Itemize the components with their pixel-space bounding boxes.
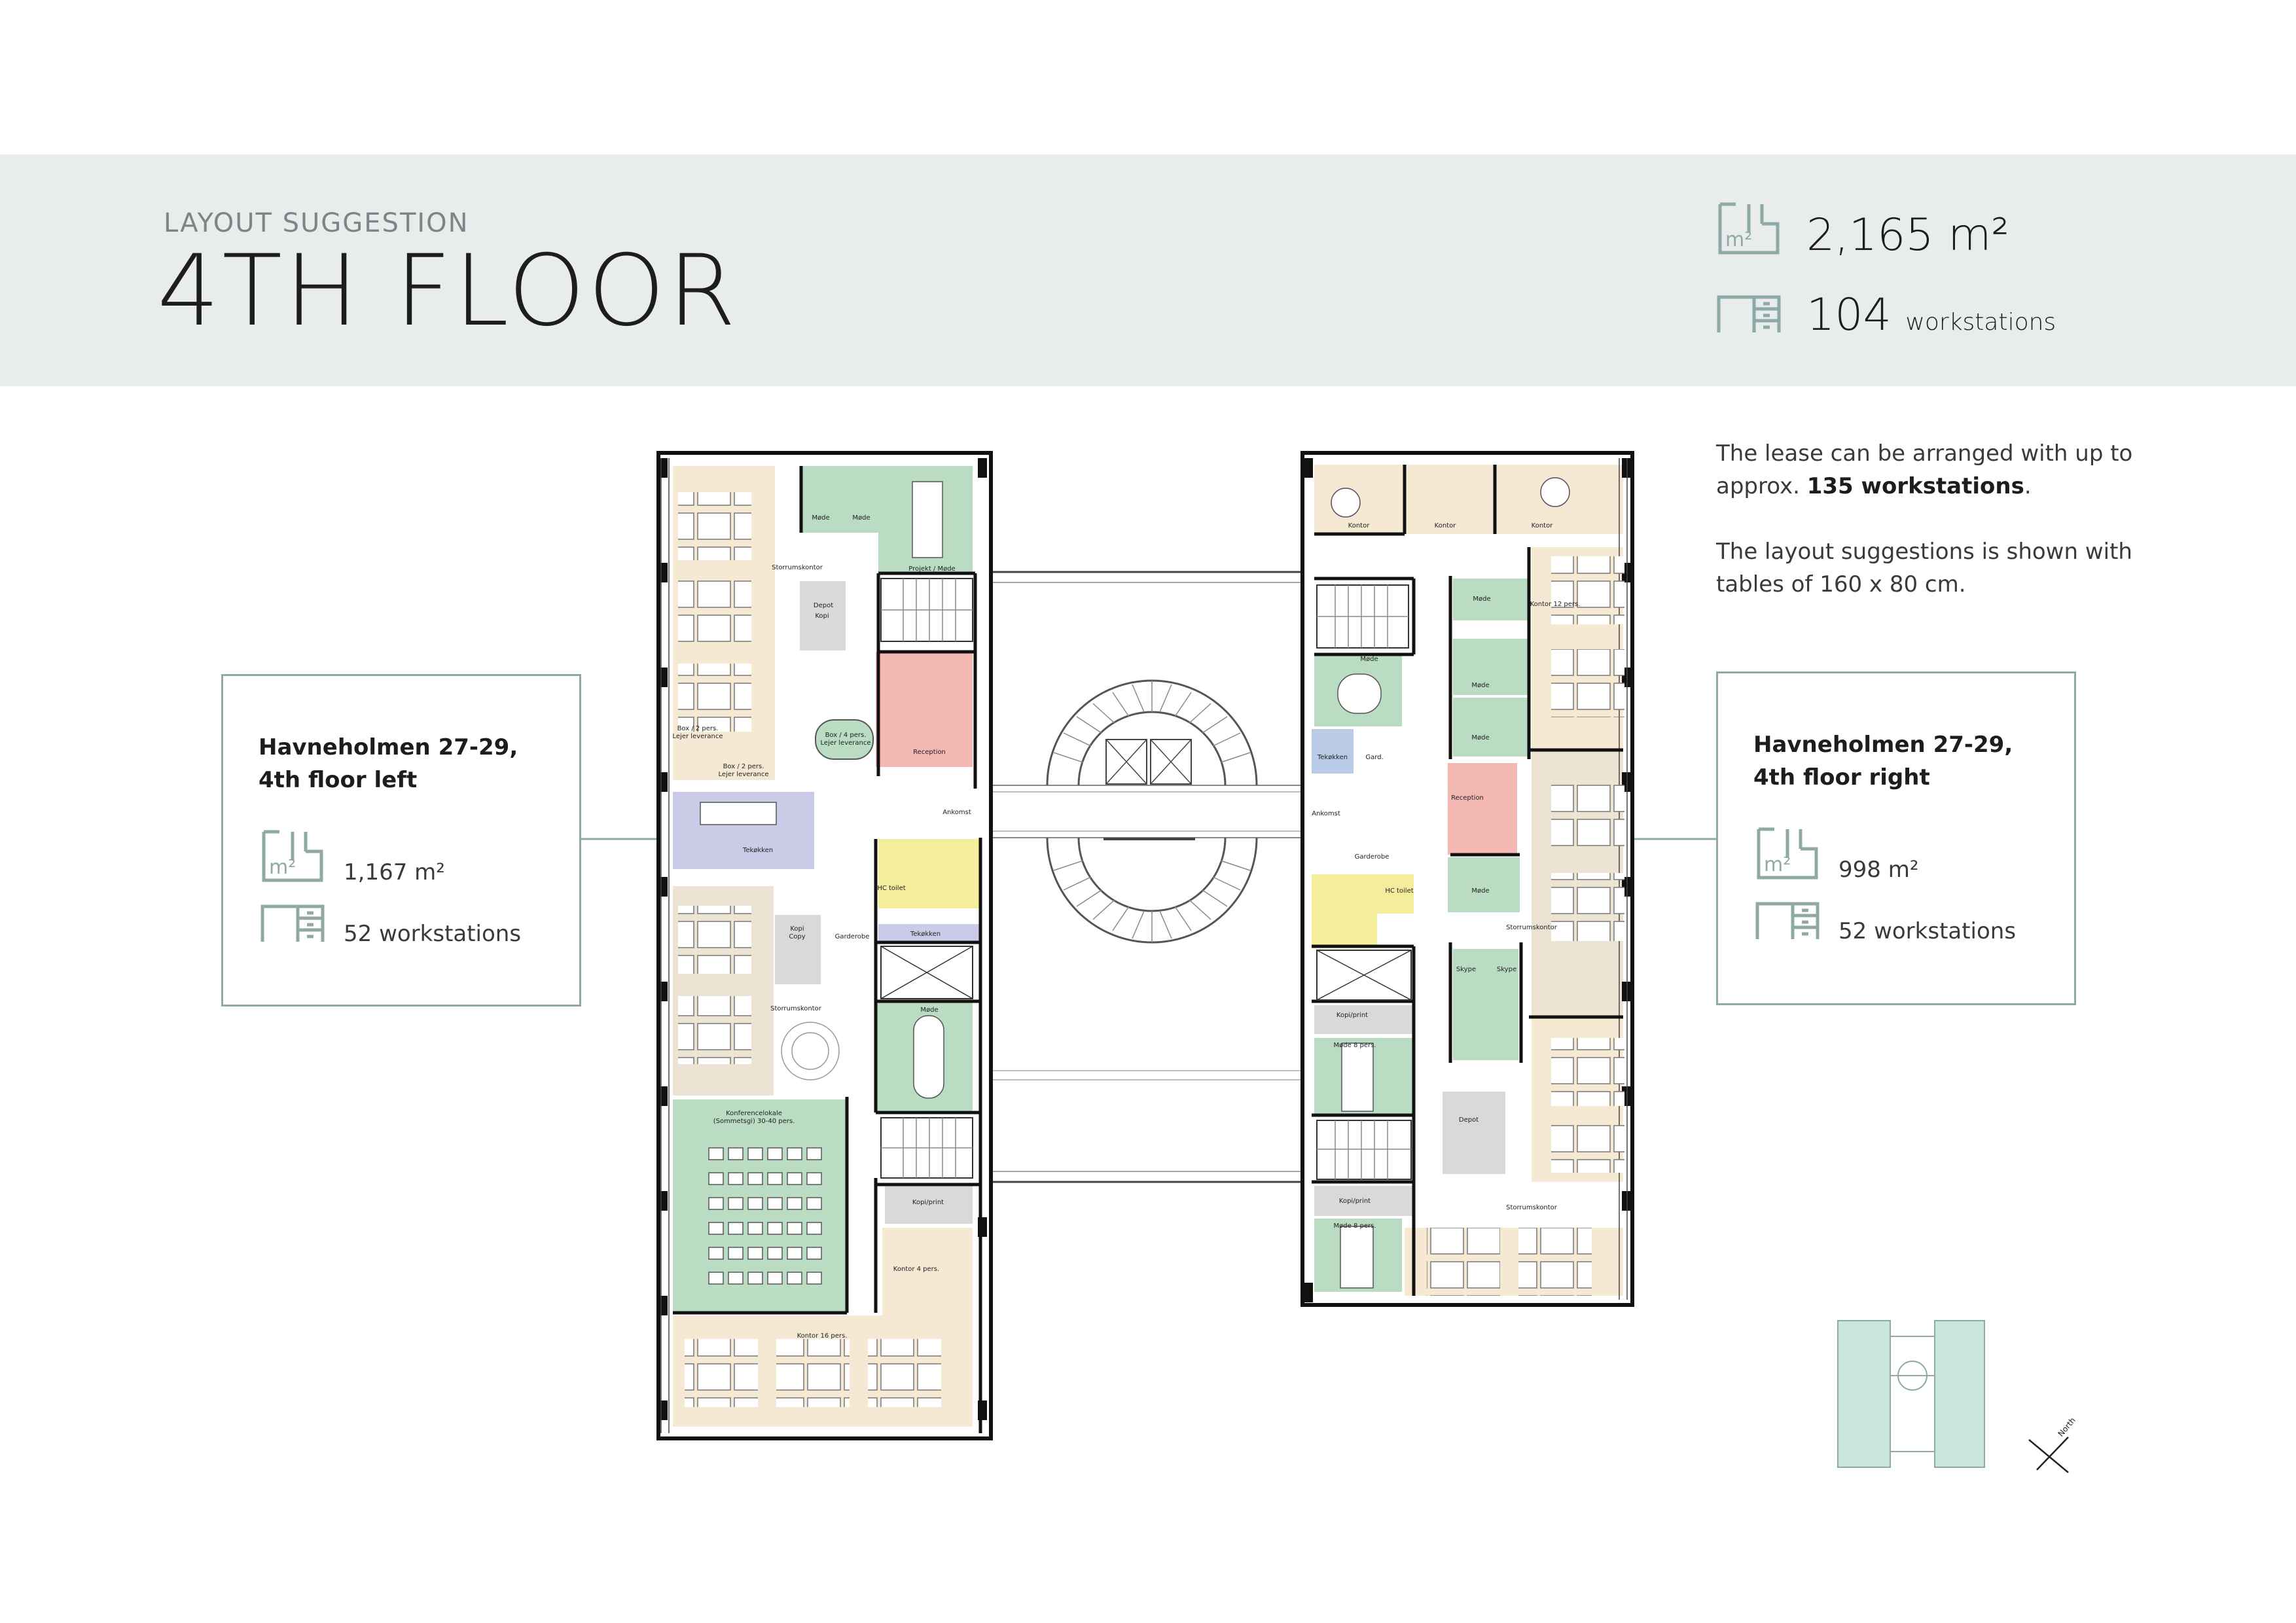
- page-title: 4TH FLOOR: [157, 234, 739, 348]
- note-line-2-bold: 135 workstations: [1806, 473, 2024, 499]
- left-room-reception: Reception: [913, 749, 946, 756]
- left-room-made-1: Møde: [812, 514, 829, 522]
- left-room-kopi-copy-1: Kopi: [790, 925, 804, 933]
- header-band: [0, 154, 2296, 386]
- atrium: [985, 571, 1303, 1183]
- right-room-depot: Depot: [1459, 1116, 1479, 1124]
- right-room-garderobe: Garderobe: [1355, 853, 1390, 861]
- north-arrow-icon: North: [2028, 1416, 2077, 1473]
- right-area-icon: m²: [1757, 827, 1818, 880]
- right-room-ankomst: Ankomst: [1312, 810, 1340, 817]
- left-area: 1,167 m²: [344, 859, 445, 885]
- total-area: 2,165 m²: [1806, 209, 2009, 261]
- left-area-icon-label: m²: [269, 856, 296, 879]
- left-room-box2b: Box / 2 pers.: [723, 763, 764, 770]
- note-line-2-post: .: [2024, 473, 2032, 499]
- right-room-kopiprint-2: Kopi/print: [1339, 1198, 1371, 1205]
- right-floor-card: Havneholmen 27-29, 4th floor right m² 99…: [1716, 671, 2076, 1005]
- right-room-skype-2: Skype: [1497, 966, 1516, 973]
- right-room-made8-a: Møde 8 pers.: [1334, 1042, 1376, 1049]
- left-room-depot: Depot: [814, 602, 833, 609]
- left-room-box2b-sub: Lejer leverance: [719, 771, 769, 778]
- right-room-hc: HC toilet: [1385, 887, 1413, 895]
- left-room-box4: Box / 4 pers.: [825, 732, 867, 739]
- left-building: Møde Møde Projekt / Møde Storrumskontor …: [656, 451, 993, 1440]
- note-line-4: tables of 160 x 80 cm.: [1716, 571, 1966, 597]
- left-room-konf-1: Konferencelokale: [726, 1110, 782, 1117]
- note-line-3: The layout suggestions is shown with: [1716, 539, 2132, 565]
- left-room-tekokken-2: Tekøkken: [910, 931, 941, 938]
- right-room-made-3: Møde: [1471, 682, 1489, 689]
- right-room-made-4: Møde: [1471, 734, 1489, 741]
- right-room-gard: Gard.: [1365, 754, 1383, 761]
- layout-kicker: LAYOUT SUGGESTION: [164, 208, 469, 238]
- total-workstations: 104 workstations: [1806, 289, 2056, 341]
- key-plan: [1837, 1320, 1985, 1468]
- right-room-tekokken: Tekøkken: [1317, 754, 1348, 761]
- right-area: 998 m²: [1839, 857, 1919, 883]
- right-card-title-2: 4th floor right: [1753, 764, 1930, 791]
- right-room-made-5: Møde: [1471, 887, 1489, 895]
- note-line-2-pre: approx.: [1716, 473, 1807, 499]
- left-room-projekt: Projekt / Møde: [908, 565, 955, 573]
- right-room-kopiprint-1: Kopi/print: [1336, 1012, 1368, 1019]
- left-room-kopi: Kopi: [815, 613, 829, 620]
- lease-note: The lease can be arranged with up to app…: [1716, 437, 2132, 503]
- left-room-storrum-1: Storrumskontor: [772, 564, 823, 571]
- right-room-kontor-2: Kontor: [1435, 522, 1457, 529]
- workstation-icon: [1717, 295, 1781, 332]
- right-workstation-icon: [1755, 902, 1820, 939]
- left-room-kopi-copy-2: Copy: [789, 933, 805, 940]
- left-room-hc: HC toilet: [877, 885, 905, 892]
- left-area-icon: m²: [262, 830, 323, 882]
- right-area-icon-label: m²: [1764, 853, 1791, 876]
- left-room-konf-2: (Sommetsgi) 30-40 pers.: [713, 1118, 795, 1125]
- right-building: Kontor Kontor Kontor Møde Kontor 12 pers…: [1300, 451, 1634, 1307]
- right-room-kontor-3: Kontor: [1532, 522, 1554, 529]
- right-room-skype-1: Skype: [1456, 966, 1476, 973]
- left-room-kontor16: Kontor 16 pers.: [797, 1332, 848, 1340]
- left-room-box4-sub: Lejer leverance: [821, 740, 871, 747]
- left-room-storrum-2: Storrumskontor: [770, 1005, 822, 1012]
- right-room-kontor-1: Kontor: [1348, 522, 1371, 529]
- left-workstation-icon: [260, 904, 325, 942]
- right-room-made-2: Møde: [1360, 656, 1378, 663]
- right-room-made8-b: Møde 8 pers.: [1334, 1222, 1376, 1230]
- right-workstations: 52 workstations: [1839, 918, 2017, 944]
- left-room-ankomst: Ankomst: [942, 809, 971, 816]
- left-room-kontor4: Kontor 4 pers.: [893, 1266, 939, 1273]
- left-room-box2a-sub: Lejer leverance: [673, 733, 723, 740]
- left-card-title-1: Havneholmen 27-29,: [259, 734, 518, 760]
- north-label: North: [2056, 1416, 2077, 1438]
- right-room-made-1: Møde: [1473, 596, 1490, 603]
- left-room-tekokken-1: Tekøkken: [742, 847, 773, 854]
- left-room-made-3: Møde: [920, 1007, 938, 1014]
- left-workstations: 52 workstations: [344, 921, 522, 947]
- layout-note: The layout suggestions is shown with tab…: [1716, 535, 2132, 601]
- left-room-kopiprint: Kopi/print: [912, 1199, 944, 1206]
- left-room-box2a: Box / 2 pers.: [677, 725, 719, 732]
- note-line-1: The lease can be arranged with up to: [1716, 440, 2133, 467]
- note-line-2: approx. 135 workstations.: [1716, 470, 2132, 503]
- area-icon: m²: [1718, 202, 1780, 255]
- right-room-storrum-2: Storrumskontor: [1506, 1204, 1558, 1211]
- right-room-kontor12: Kontor 12 pers.: [1530, 601, 1581, 608]
- left-floor-card: Havneholmen 27-29, 4th floor left m² 1,1…: [221, 674, 581, 1007]
- total-workstations-unit: workstations: [1905, 309, 2056, 336]
- left-room-made-2: Møde: [852, 514, 870, 522]
- right-room-storrum-1: Storrumskontor: [1506, 924, 1558, 931]
- left-room-garderobe: Garderobe: [835, 933, 870, 940]
- right-card-title-1: Havneholmen 27-29,: [1753, 732, 2013, 758]
- total-workstations-count: 104: [1806, 289, 1892, 341]
- right-room-reception: Reception: [1451, 794, 1484, 802]
- area-icon-label: m²: [1725, 228, 1752, 251]
- left-card-title-2: 4th floor left: [259, 767, 418, 793]
